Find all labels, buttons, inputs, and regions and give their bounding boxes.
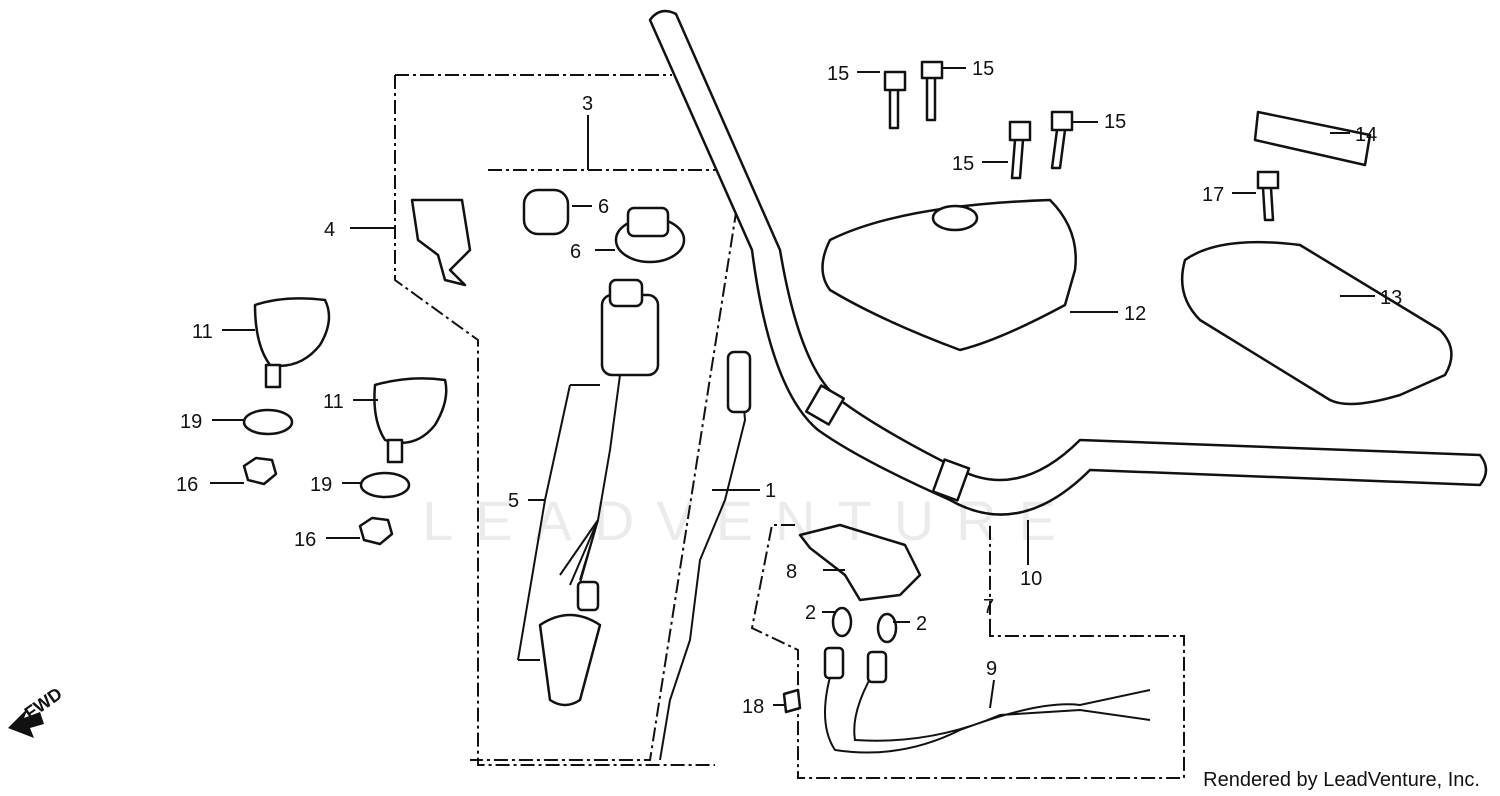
- bolt-15b: [920, 60, 944, 122]
- bolt-15a: [883, 70, 907, 130]
- callout-9: 9: [986, 658, 997, 680]
- callout-2a: 2: [805, 602, 816, 624]
- cover-13: [1180, 240, 1453, 406]
- harness-connector-b: [866, 650, 888, 684]
- callout-19a: 19: [180, 411, 202, 433]
- handlebar-clamp-band: [804, 384, 846, 426]
- fwd-label: FWD: [21, 683, 66, 723]
- callout-6a: 6: [598, 196, 609, 218]
- washer-19a: [242, 408, 294, 436]
- callout-12: 12: [1124, 303, 1146, 325]
- callout-14: 14: [1355, 124, 1377, 146]
- credit-text: Rendered by LeadVenture, Inc.: [1203, 769, 1480, 791]
- callout-15c: 15: [952, 153, 974, 175]
- cable-adjuster: [726, 350, 752, 414]
- callout-15a: 15: [827, 63, 849, 85]
- terminal-2b: [876, 612, 898, 644]
- handlebar-clamp-band-2: [931, 458, 971, 502]
- callout-11a: 11: [192, 321, 213, 343]
- cover-12-hole: [931, 204, 979, 232]
- bolt-15c: [1008, 120, 1032, 180]
- handlebar: [648, 9, 1488, 516]
- callout-7: 7: [983, 596, 994, 618]
- bolt-17: [1256, 170, 1280, 222]
- callout-6b: 6: [570, 241, 581, 263]
- group-outline-7: [750, 524, 1185, 779]
- washer-19b: [359, 471, 411, 499]
- ignition-switch-key: [608, 278, 644, 308]
- group-outline-3: [470, 169, 740, 761]
- nut-16b: [358, 516, 394, 546]
- switch-boot: [538, 613, 602, 707]
- harness-connector-a: [823, 646, 845, 680]
- nut-16a: [242, 456, 278, 486]
- callout-2b: 2: [916, 613, 927, 635]
- fwd-arrow-icon: [8, 708, 44, 738]
- emblem-14: [1253, 110, 1372, 167]
- callout-16a: 16: [176, 474, 198, 496]
- callout-11b: 11: [323, 391, 344, 413]
- bracket-4: [410, 198, 472, 287]
- harness-9: [824, 659, 1151, 754]
- callout-8: 8: [786, 561, 797, 583]
- callout-1: 1: [765, 480, 776, 502]
- callout-5: 5: [508, 490, 519, 512]
- holder-11a: [253, 297, 331, 368]
- callout-15d: 15: [1104, 111, 1126, 133]
- leader-lines: [210, 67, 1375, 709]
- callout-17: 17: [1202, 184, 1224, 206]
- bolt-15d: [1050, 110, 1074, 170]
- switch-wire-ends: [559, 519, 599, 591]
- holder-11b-stud: [386, 438, 404, 464]
- callout-4: 4: [324, 219, 335, 241]
- key-6-bow: [626, 206, 670, 238]
- callout-18: 18: [742, 696, 764, 718]
- cable-1: [659, 359, 747, 761]
- switch-8: [798, 523, 922, 602]
- key-cap-6: [522, 188, 570, 236]
- callout-10: 10: [1020, 568, 1042, 590]
- callout-13: 13: [1380, 287, 1402, 309]
- group-outline-4: [394, 74, 715, 766]
- callout-15b: 15: [972, 58, 994, 80]
- connector: [576, 580, 600, 612]
- callout-16b: 16: [294, 529, 316, 551]
- callout-3: 3: [582, 93, 593, 115]
- clip-18: [782, 688, 802, 714]
- callout-19b: 19: [310, 474, 332, 496]
- holder-11b: [373, 377, 448, 445]
- terminal-2a: [831, 606, 853, 638]
- holder-11a-stud: [264, 363, 282, 389]
